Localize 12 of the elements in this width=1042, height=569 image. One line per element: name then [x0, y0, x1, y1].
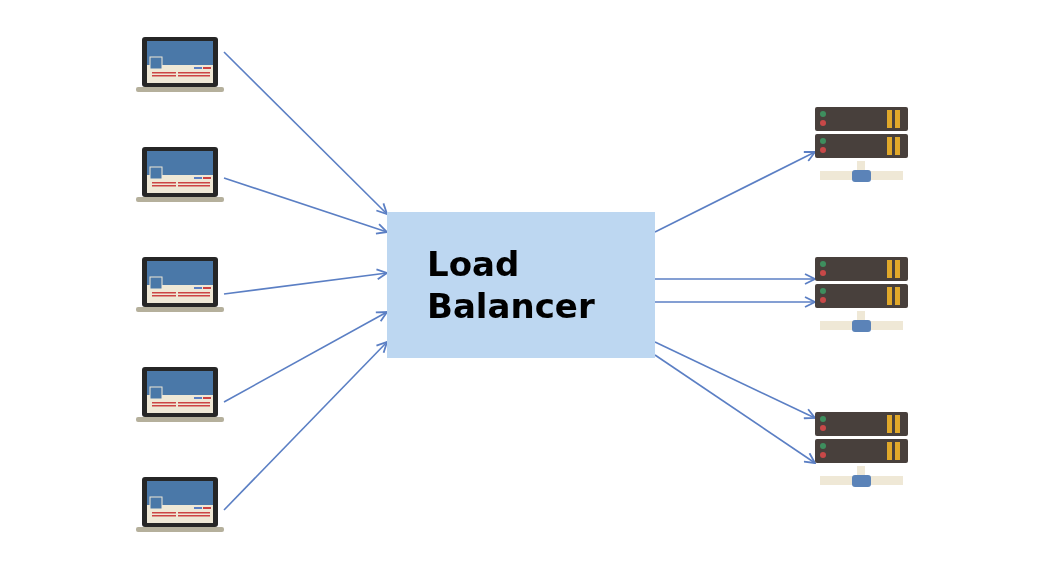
process-box	[387, 212, 655, 358]
arrow	[223, 268, 388, 295]
arrow	[654, 151, 816, 233]
arrow	[654, 354, 816, 464]
arrow	[223, 177, 388, 235]
box-label: Load Balancer	[427, 243, 596, 327]
arrow	[223, 51, 388, 215]
arrow	[223, 311, 388, 403]
arrow	[223, 341, 388, 511]
arrow	[654, 296, 816, 308]
arrow	[654, 341, 816, 420]
arrow	[654, 273, 816, 285]
